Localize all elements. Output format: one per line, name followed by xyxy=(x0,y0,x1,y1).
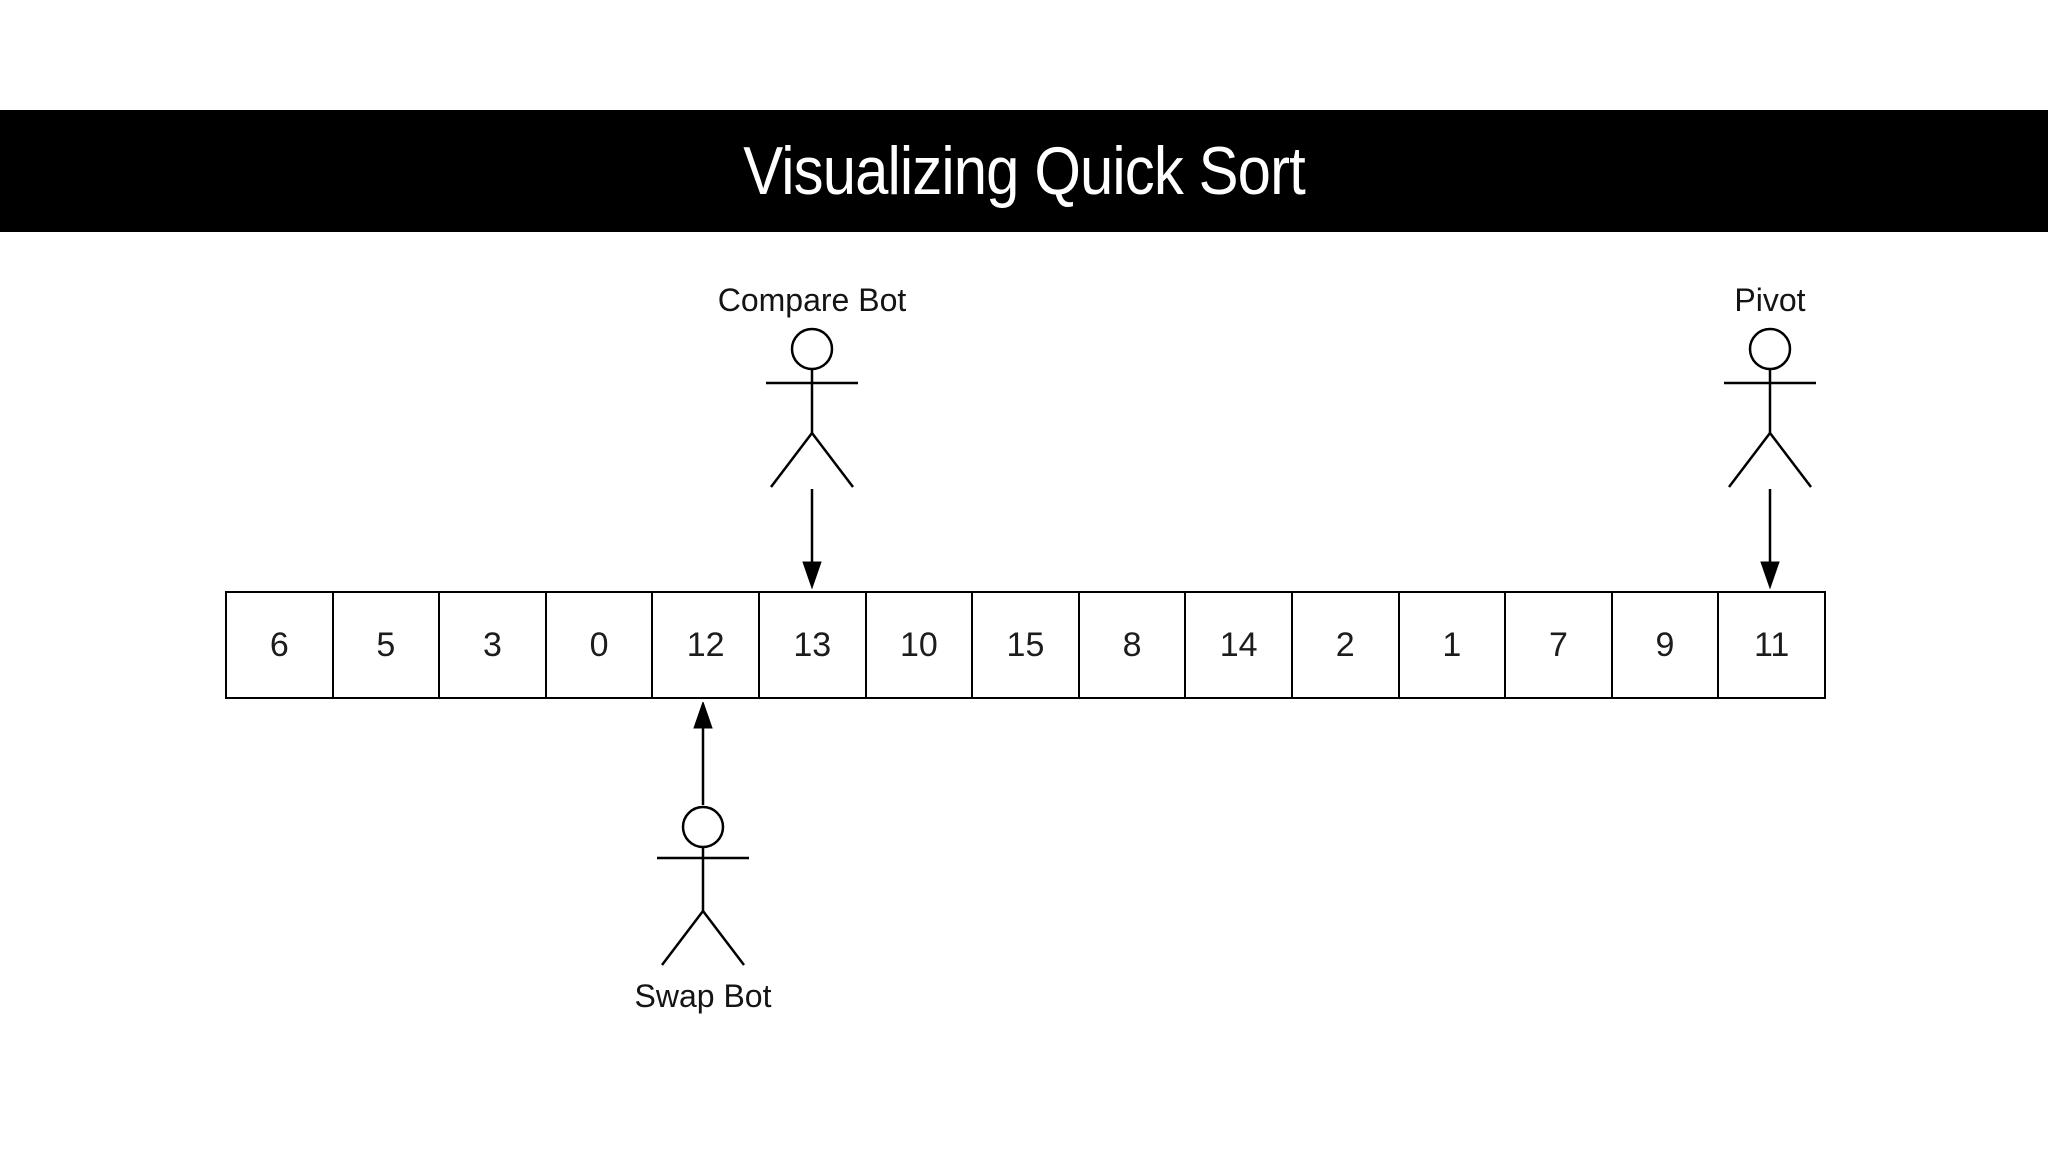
title-banner: Visualizing Quick Sort xyxy=(0,110,2048,232)
array-cell: 2 xyxy=(1290,593,1398,697)
array-cell: 9 xyxy=(1610,593,1718,697)
array-cell: 11 xyxy=(1717,593,1824,697)
array-cell: 13 xyxy=(757,593,865,697)
array-cell: 5 xyxy=(331,593,439,697)
array-cell: 1 xyxy=(1397,593,1505,697)
pivot-stick-figure-down-arrow-icon xyxy=(1724,327,1816,590)
array-cell: 12 xyxy=(651,593,758,697)
array-cell: 15 xyxy=(971,593,1078,697)
array-cell: 0 xyxy=(544,593,652,697)
array-cell: 7 xyxy=(1504,593,1611,697)
pivot-label: Pivot xyxy=(1734,282,1806,318)
swap-bot-actor: Swap Bot xyxy=(603,702,803,1014)
array-cell: 6 xyxy=(227,593,332,697)
array-cell: 14 xyxy=(1184,593,1291,697)
array-cell: 10 xyxy=(864,593,972,697)
compare-bot-label: Compare Bot xyxy=(717,282,907,318)
pivot-actor: Pivot xyxy=(1670,282,1870,590)
compare-bot-actor: Compare Bot xyxy=(712,282,912,590)
array-cell: 8 xyxy=(1077,593,1185,697)
array-cell: 3 xyxy=(438,593,545,697)
page-title: Visualizing Quick Sort xyxy=(743,133,1305,209)
swap-bot-stick-figure-up-arrow-icon xyxy=(657,702,749,966)
compare-bot-stick-figure-down-arrow-icon xyxy=(766,327,858,590)
swap-bot-label: Swap Bot xyxy=(634,978,772,1014)
